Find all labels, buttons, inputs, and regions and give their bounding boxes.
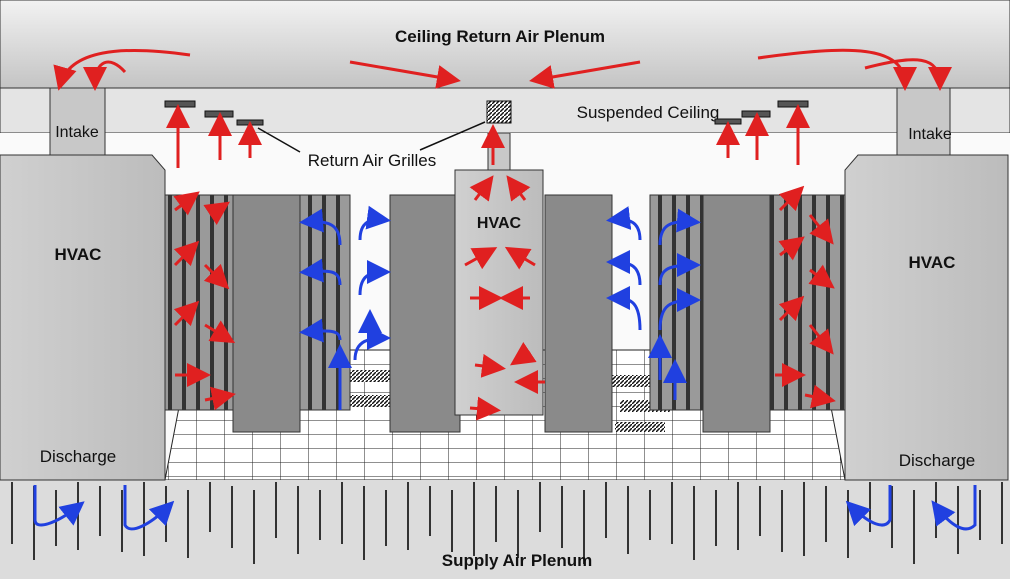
return-air-grilles-text: Return Air Grilles xyxy=(308,151,436,170)
cold-air-arrows xyxy=(33,205,977,531)
discharge-right-label: Discharge xyxy=(899,451,976,470)
hvac-left-label: HVAC xyxy=(55,245,102,264)
hvac-center-label: HVAC xyxy=(477,215,522,232)
hvac-left: Intake HVAC Discharge xyxy=(0,87,166,481)
hvac-right: Intake HVAC Discharge xyxy=(844,87,1009,481)
ceiling-return-air-plenum: Ceiling Return Air Plenum xyxy=(0,0,1010,89)
supply-plenum-label: Supply Air Plenum xyxy=(442,551,593,570)
hot-air-arrows xyxy=(53,48,952,421)
return-air-grilles-label: Return Air Grilles xyxy=(257,121,486,170)
ceiling-plenum-label: Ceiling Return Air Plenum xyxy=(395,27,605,46)
hvac-center: HVAC xyxy=(454,132,544,416)
suspended-ceiling-label: Suspended Ceiling xyxy=(577,103,720,122)
intake-left-label: Intake xyxy=(55,124,99,141)
discharge-left-label: Discharge xyxy=(40,447,117,466)
hvac-right-label: HVAC xyxy=(909,253,956,272)
intake-right-label: Intake xyxy=(908,126,952,143)
supply-air-plenum: Supply Air Plenum xyxy=(0,480,1010,579)
